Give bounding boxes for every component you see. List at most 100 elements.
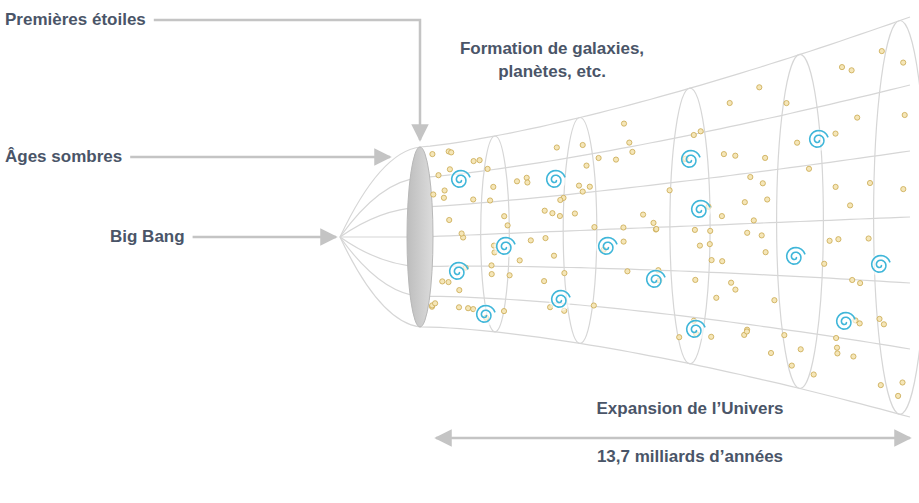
star-dot	[733, 287, 738, 292]
star-dot	[757, 85, 762, 90]
galaxy-spiral	[692, 201, 710, 218]
galaxy-spiral	[682, 151, 700, 168]
star-dot	[592, 225, 597, 230]
star-dot	[900, 380, 905, 385]
star-dot	[488, 198, 493, 203]
star-dot	[584, 163, 589, 168]
star-dot	[902, 112, 907, 117]
star-dot	[698, 129, 703, 134]
star-dot	[641, 212, 646, 217]
star-dot	[591, 303, 596, 308]
star-dot	[543, 236, 548, 241]
star-dot	[691, 132, 696, 137]
star-dot	[446, 280, 451, 285]
star-dot	[855, 115, 860, 120]
star-dot	[763, 155, 768, 160]
star-dot	[502, 214, 507, 219]
star-dot	[833, 131, 838, 136]
stars	[429, 49, 907, 399]
star-dot	[760, 181, 765, 186]
star-dot	[795, 140, 800, 145]
star-dot	[459, 231, 464, 236]
star-dot	[835, 351, 840, 356]
star-dot	[514, 179, 519, 184]
star-dot	[449, 150, 454, 155]
star-dot	[834, 335, 839, 340]
star-dot	[727, 100, 732, 105]
star-dot	[849, 68, 854, 73]
star-dot	[879, 49, 884, 54]
star-dot	[848, 203, 853, 208]
star-dot	[667, 188, 672, 193]
star-dot	[742, 200, 747, 205]
star-dot	[693, 277, 698, 282]
galaxy-spiral	[450, 263, 468, 280]
axis-label: Expansion de l’Univers	[597, 398, 784, 421]
star-dot	[621, 239, 626, 244]
galaxy-glow	[784, 246, 806, 268]
star-dot	[528, 238, 533, 243]
star-dot	[751, 218, 756, 223]
star-dot	[708, 228, 713, 233]
star-dot	[542, 208, 547, 213]
star-dot	[525, 180, 530, 185]
star-dot	[441, 195, 446, 200]
star-dot	[707, 242, 712, 247]
galaxy-spiral	[647, 271, 665, 288]
star-dot	[677, 335, 682, 340]
star-dot	[836, 237, 841, 242]
galaxy-spiral	[837, 313, 855, 330]
galaxy-spiral	[687, 321, 705, 338]
star-dot	[858, 281, 863, 286]
star-dot	[896, 393, 901, 398]
funnel-grid	[340, 17, 919, 417]
star-dot	[784, 101, 789, 106]
time-slice	[481, 136, 510, 332]
star-dot	[720, 259, 725, 264]
star-dot	[653, 227, 658, 232]
galaxy-spiral	[547, 171, 565, 188]
star-dot	[709, 258, 714, 263]
star-dot	[613, 157, 618, 162]
callout-label: Big Bang	[110, 226, 185, 249]
star-dot	[827, 238, 832, 243]
star-dot	[625, 269, 630, 274]
star-dot	[471, 159, 476, 164]
star-dot	[621, 121, 626, 126]
galaxy-glow	[869, 254, 891, 276]
timeline-arrow	[436, 437, 910, 440]
galaxy-glow	[449, 169, 471, 191]
galaxy-glow	[834, 311, 856, 333]
galaxy-glow	[679, 149, 701, 171]
star-dot	[772, 298, 777, 303]
star-dot	[572, 211, 577, 216]
star-dot	[517, 258, 522, 263]
star-dot	[627, 140, 632, 145]
leader-arrow	[193, 236, 336, 239]
star-dot	[765, 197, 770, 202]
star-dot	[806, 166, 811, 171]
star-dot	[557, 213, 562, 218]
star-dot	[485, 166, 490, 171]
galaxy-spiral	[477, 306, 495, 323]
star-dot	[466, 306, 471, 311]
star-dot	[692, 227, 697, 232]
star-dot	[651, 220, 656, 225]
star-dot	[477, 158, 482, 163]
star-dot	[733, 153, 738, 158]
star-dot	[721, 152, 726, 157]
galaxy-spiral	[810, 131, 828, 148]
star-dot	[811, 372, 816, 377]
star-dot	[551, 253, 556, 258]
star-dot	[719, 214, 724, 219]
galaxy-glow	[474, 304, 496, 326]
galaxy-glow	[807, 129, 829, 151]
galaxy-glow	[549, 289, 571, 311]
star-dot	[850, 277, 855, 282]
star-dot	[436, 173, 441, 178]
star-dot	[822, 261, 827, 266]
star-dot	[542, 279, 547, 284]
time-slice	[874, 21, 919, 415]
galaxy-glow	[494, 236, 516, 258]
